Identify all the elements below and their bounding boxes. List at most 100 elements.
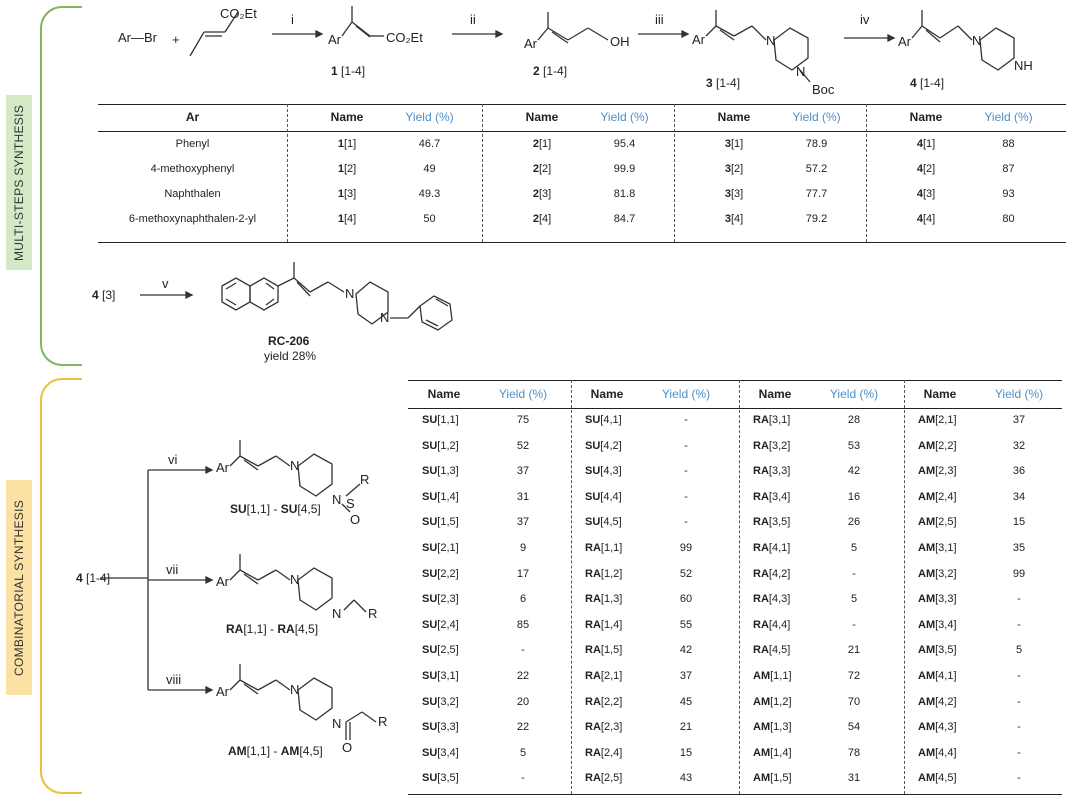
compound-index: [3,3] [437, 721, 459, 734]
table2-yield-cell: 31 [847, 772, 861, 785]
table2-yield-cell: 45 [679, 695, 693, 708]
compound-series: SU [422, 567, 438, 580]
step-vii: vii [166, 562, 178, 577]
table2-name-cell: SU[1,4] [422, 491, 492, 503]
am-n1: N [290, 682, 299, 697]
table2-yield-cell: - [1017, 746, 1021, 759]
table2-name-cell: AM[2,5] [918, 516, 988, 528]
table2-divider [739, 380, 740, 794]
compound1-caption: 1 [1-4] [331, 64, 366, 78]
table2-yield-cell: 36 [1012, 465, 1026, 478]
table2-name-cell: AM[3,5] [918, 644, 988, 656]
compound-series: AM [918, 465, 936, 478]
table2-name-cell: RA[3,4] [753, 491, 823, 503]
compound-index: [4] [730, 213, 744, 225]
compound-index: [3,1] [437, 670, 459, 682]
table2-name-cell: AM[1,5] [753, 772, 823, 784]
col-header-name: Name [717, 110, 751, 124]
compound-index: [3,1] [768, 414, 791, 426]
compound-index: [4,3] [600, 465, 622, 478]
compound-series: SU [585, 439, 601, 452]
table2-yield-cell: 60 [679, 593, 693, 606]
table2-name-cell: RA[3,2] [753, 440, 823, 452]
compound-series: AM [918, 490, 936, 503]
table2-name-cell: SU[4,4] [585, 491, 655, 503]
col-header-name: Name [427, 387, 461, 401]
table1-name-cell: 2[3] [502, 188, 582, 200]
table2-yield-cell: 34 [1012, 490, 1026, 503]
compound2-caption: 2 [1-4] [533, 64, 568, 78]
col-header-yield: Yield (%) [405, 110, 454, 124]
compound-index: [2] [538, 163, 552, 175]
table2-name-cell: AM[1,1] [753, 670, 823, 682]
table1-name-cell: 2[1] [502, 138, 582, 150]
compound-index: [3,2] [935, 567, 957, 580]
compound-index: [3] [922, 188, 936, 200]
table2-name-cell: SU[4,5] [585, 516, 655, 528]
table2-yield-cell: 5 [850, 542, 858, 554]
table1-name-cell: 1[3] [307, 188, 387, 200]
compound-index: [4] [343, 213, 357, 225]
compound-number: 4 [916, 188, 923, 200]
table1-yield-cell: 88 [1002, 138, 1015, 150]
compound-series: SU [422, 465, 438, 478]
compound-index: [3,4] [768, 490, 791, 503]
compound-index: [3,3] [768, 465, 791, 478]
table2-name-cell: AM[1,3] [753, 721, 823, 733]
compound-index: [2,1] [437, 542, 459, 554]
table2-name-cell: AM[4,1] [918, 670, 988, 682]
su-s: S [346, 496, 355, 511]
compound-index: [2] [343, 163, 357, 175]
compound-series: AM [753, 746, 771, 759]
table1-divider [866, 104, 867, 242]
col-header-yield: Yield (%) [498, 387, 548, 401]
compound-number: 1 [337, 163, 344, 175]
compound-index: [4] [538, 213, 552, 225]
compound-index: [3,1] [935, 542, 957, 554]
compound-index: [4,1] [768, 542, 791, 554]
table2-yield-cell: 53 [847, 439, 861, 452]
table2-yield-cell: 6 [519, 593, 527, 606]
table2-yield-cell: 15 [679, 746, 693, 759]
table2-name-cell: AM[3,4] [918, 619, 988, 631]
compound-series: SU [585, 414, 601, 426]
col-header-yield: Yield (%) [600, 110, 649, 124]
table2-yield-cell: 31 [516, 490, 530, 503]
compound4-ar: Ar [898, 34, 912, 49]
compound-index: [2,4] [935, 490, 957, 503]
compound-number: 1 [337, 213, 344, 225]
compound2-oh: OH [610, 34, 630, 49]
compound-series: RA [753, 439, 769, 452]
table1-top-rule [98, 104, 1066, 105]
table2-yield-cell: 35 [1012, 542, 1026, 554]
compound-index: [2,1] [935, 414, 957, 426]
table2-yield-cell: - [1017, 721, 1021, 734]
compound-series: AM [918, 439, 936, 452]
rc206-yield: yield 28% [264, 349, 317, 363]
compound-index: [1,4] [437, 490, 459, 503]
table2-name-cell: SU[2,2] [422, 568, 492, 580]
compound2-ar: Ar [524, 36, 538, 51]
col-header-ar: Ar [185, 110, 200, 124]
table2-yield-cell: - [684, 516, 688, 529]
su-o: O [350, 512, 360, 527]
table1-yield-cell: 77.7 [805, 188, 828, 200]
table2-name-cell: SU[2,3] [422, 593, 492, 605]
col-header-name: Name [923, 387, 957, 401]
table1-divider [674, 104, 675, 242]
compound-number: 2 [532, 188, 539, 200]
compound-index: [4,4] [768, 618, 791, 631]
compound-series: AM [918, 567, 936, 580]
table1-yield-cell: 79.2 [805, 213, 828, 225]
compound3-n2: N [796, 64, 805, 79]
table2-yield-cell: 54 [847, 721, 861, 734]
table2-yield-cell: 26 [847, 516, 861, 529]
table2-name-cell: AM[4,3] [918, 721, 988, 733]
table1-name-cell: 3[2] [694, 163, 774, 175]
table2-name-cell: SU[1,5] [422, 516, 492, 528]
compound-series: AM [753, 670, 771, 682]
table2-name-cell: SU[3,1] [422, 670, 492, 682]
table2-name-cell: SU[1,1] [422, 414, 492, 426]
compound-series: AM [753, 721, 771, 734]
compound-series: SU [422, 593, 438, 606]
